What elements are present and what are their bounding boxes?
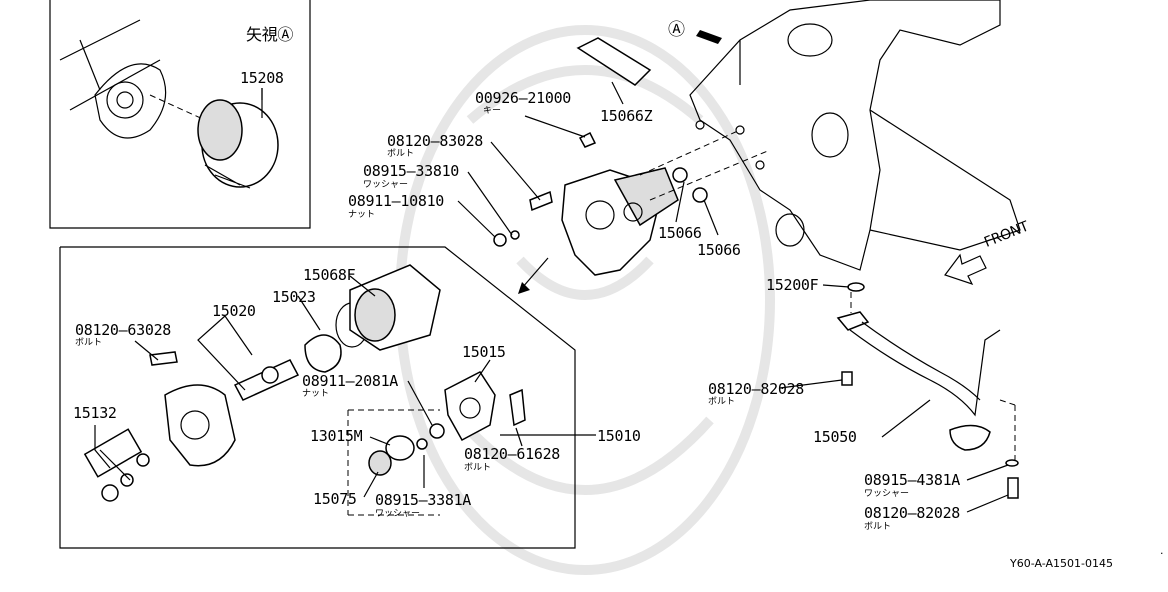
part-15020-label: 15020 xyxy=(212,302,256,320)
part-08120-82028-a-label: 08120–82028 xyxy=(708,380,805,398)
part-15132-label: 15132 xyxy=(73,404,117,422)
front-arrow xyxy=(944,253,987,286)
part-08911-10810-label: 08911–10810 xyxy=(348,192,445,210)
part-08120-63028-label: 08120–63028 xyxy=(75,321,172,339)
view-arrow xyxy=(696,30,722,44)
part-08915-4381a-jp: ワッシャー xyxy=(864,489,910,499)
part-08120-61628-jp: ボルト xyxy=(464,463,492,473)
engine-block xyxy=(639,0,1021,271)
part-00926-21000-jp: キー xyxy=(483,106,502,116)
part-08911-2081a-jp: ナット xyxy=(302,389,330,399)
part-15068f-label: 15068F xyxy=(303,266,356,284)
part-15015-label: 15015 xyxy=(462,343,506,361)
part-08915-3381a-label: 08915–3381A xyxy=(375,491,472,509)
inset-drawing xyxy=(59,19,279,189)
diagram-id: Y60-A-A1501-0145 xyxy=(1010,557,1113,570)
part-15050-label: 15050 xyxy=(813,428,857,446)
part-08915-33810-jp: ワッシャー xyxy=(363,180,409,190)
part-08911-10810-jp: ナット xyxy=(348,210,376,220)
part-08120-82028-b-jp: ボルト xyxy=(864,522,892,532)
part-08120-83028-label: 08120–83028 xyxy=(387,132,484,150)
part-15200f-label: 15200F xyxy=(766,276,819,294)
oil-pump-box xyxy=(59,246,576,549)
part-13015m-label: 13015M xyxy=(310,427,363,445)
oil-strainer xyxy=(836,282,1019,499)
part-08120-61628-label: 08120–61628 xyxy=(464,445,561,463)
part-15010-label: 15010 xyxy=(597,427,641,445)
watermark-crest xyxy=(395,25,775,575)
part-08120-82028-b-label: 08120–82028 xyxy=(864,504,961,522)
oil-pump-parts xyxy=(83,264,526,502)
inset-box xyxy=(49,0,311,229)
sealant-tube xyxy=(576,37,652,86)
part-15066z-label: 15066Z xyxy=(600,107,653,125)
part-08911-2081a-label: 08911–2081A xyxy=(302,372,399,390)
part-15023-label: 15023 xyxy=(272,288,316,306)
view-marker-label: Ⓐ xyxy=(668,20,685,40)
part-15066-b-label: 15066 xyxy=(697,241,741,259)
part-15075-label: 15075 xyxy=(313,490,357,508)
engine-oil-pump xyxy=(493,131,679,294)
leader-lines-upper xyxy=(261,81,1009,513)
part-15208-label: 15208 xyxy=(240,69,284,87)
leader-lines-lower xyxy=(94,275,596,516)
part-08915-33810-label: 08915–33810 xyxy=(363,162,460,180)
inset-view-label: 矢視Ⓐ xyxy=(246,25,294,44)
part-08915-3381a-jp: ワッシャー xyxy=(375,509,421,519)
part-08915-4381a-label: 08915–4381A xyxy=(864,471,961,489)
part-15066-a-label: 15066 xyxy=(658,224,702,242)
corner-mark: . xyxy=(1160,544,1164,557)
part-08120-63028-jp: ボルト xyxy=(75,338,103,348)
part-08120-82028-a-jp: ボルト xyxy=(708,397,736,407)
part-00926-21000-label: 00926–21000 xyxy=(475,89,572,107)
part-08120-83028-jp: ボルト xyxy=(387,149,415,159)
